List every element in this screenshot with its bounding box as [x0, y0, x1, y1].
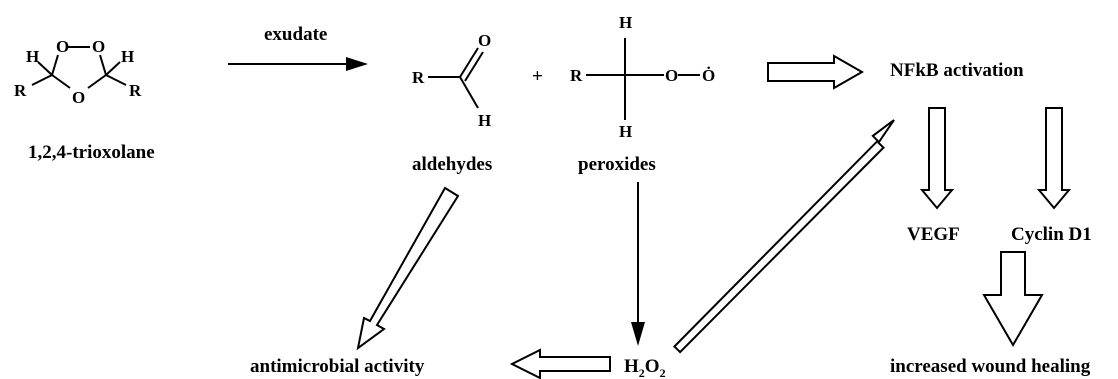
peroxide-h-top: H: [619, 13, 632, 32]
aldehyde-structure: [428, 47, 484, 109]
trioxolane-label: 1,2,4-trioxolane: [28, 142, 155, 163]
arrow-to-nfkb: [767, 54, 865, 90]
arrow-to-cyclin: [1036, 107, 1072, 210]
h2o2-label: H2O2: [624, 356, 666, 379]
arrow-to-vegf: [919, 107, 955, 210]
trioxolane-o1: O: [56, 37, 69, 56]
arrow-peroxide-to-h2o2: [631, 182, 645, 346]
nfkb-activation: NFkB activation: [890, 60, 1024, 81]
bond-o1-c: [51, 54, 59, 76]
arrow-to-wound-healing: [982, 251, 1044, 347]
trioxolane-r-left: R: [14, 81, 27, 100]
wound-healing-label: increased wound healing: [890, 356, 1091, 377]
arrow-h2o2-to-nfkb: [672, 119, 895, 354]
trioxolane-h-right: H: [121, 47, 134, 66]
arrow-aldehyde-to-antimicrobial: [356, 186, 460, 351]
cyclin-label: Cyclin D1: [1011, 224, 1092, 245]
vegf-label: VEGF: [907, 224, 960, 245]
aldehyde-h: H: [478, 111, 491, 130]
antimicrobial-label: antimicrobial activity: [250, 356, 425, 377]
trioxolane-r-right: R: [129, 81, 142, 100]
peroxide-o: O: [665, 66, 678, 85]
exudate-label: exudate: [264, 24, 327, 45]
aldehyde-label: aldehydes: [412, 154, 492, 175]
peroxide-structure: [586, 38, 700, 120]
peroxide-label: peroxides: [578, 154, 656, 175]
aldehyde-o: O: [478, 31, 491, 50]
trioxolane-h-left: H: [26, 47, 39, 66]
trioxolane-o2: O: [92, 37, 105, 56]
aldehyde-r: R: [412, 68, 425, 87]
exudate-arrow: [228, 57, 368, 71]
plus-sign: +: [532, 66, 543, 87]
arrow-h2o2-to-antimicrobial: [509, 348, 611, 379]
peroxide-h-bottom: H: [619, 122, 632, 141]
trioxolane-o3: O: [72, 88, 85, 107]
trioxolane-structure: [31, 46, 127, 89]
peroxide-o-radical: Ȯ: [702, 66, 715, 85]
peroxide-r: R: [570, 66, 583, 85]
bond-o2-c: [99, 54, 107, 76]
